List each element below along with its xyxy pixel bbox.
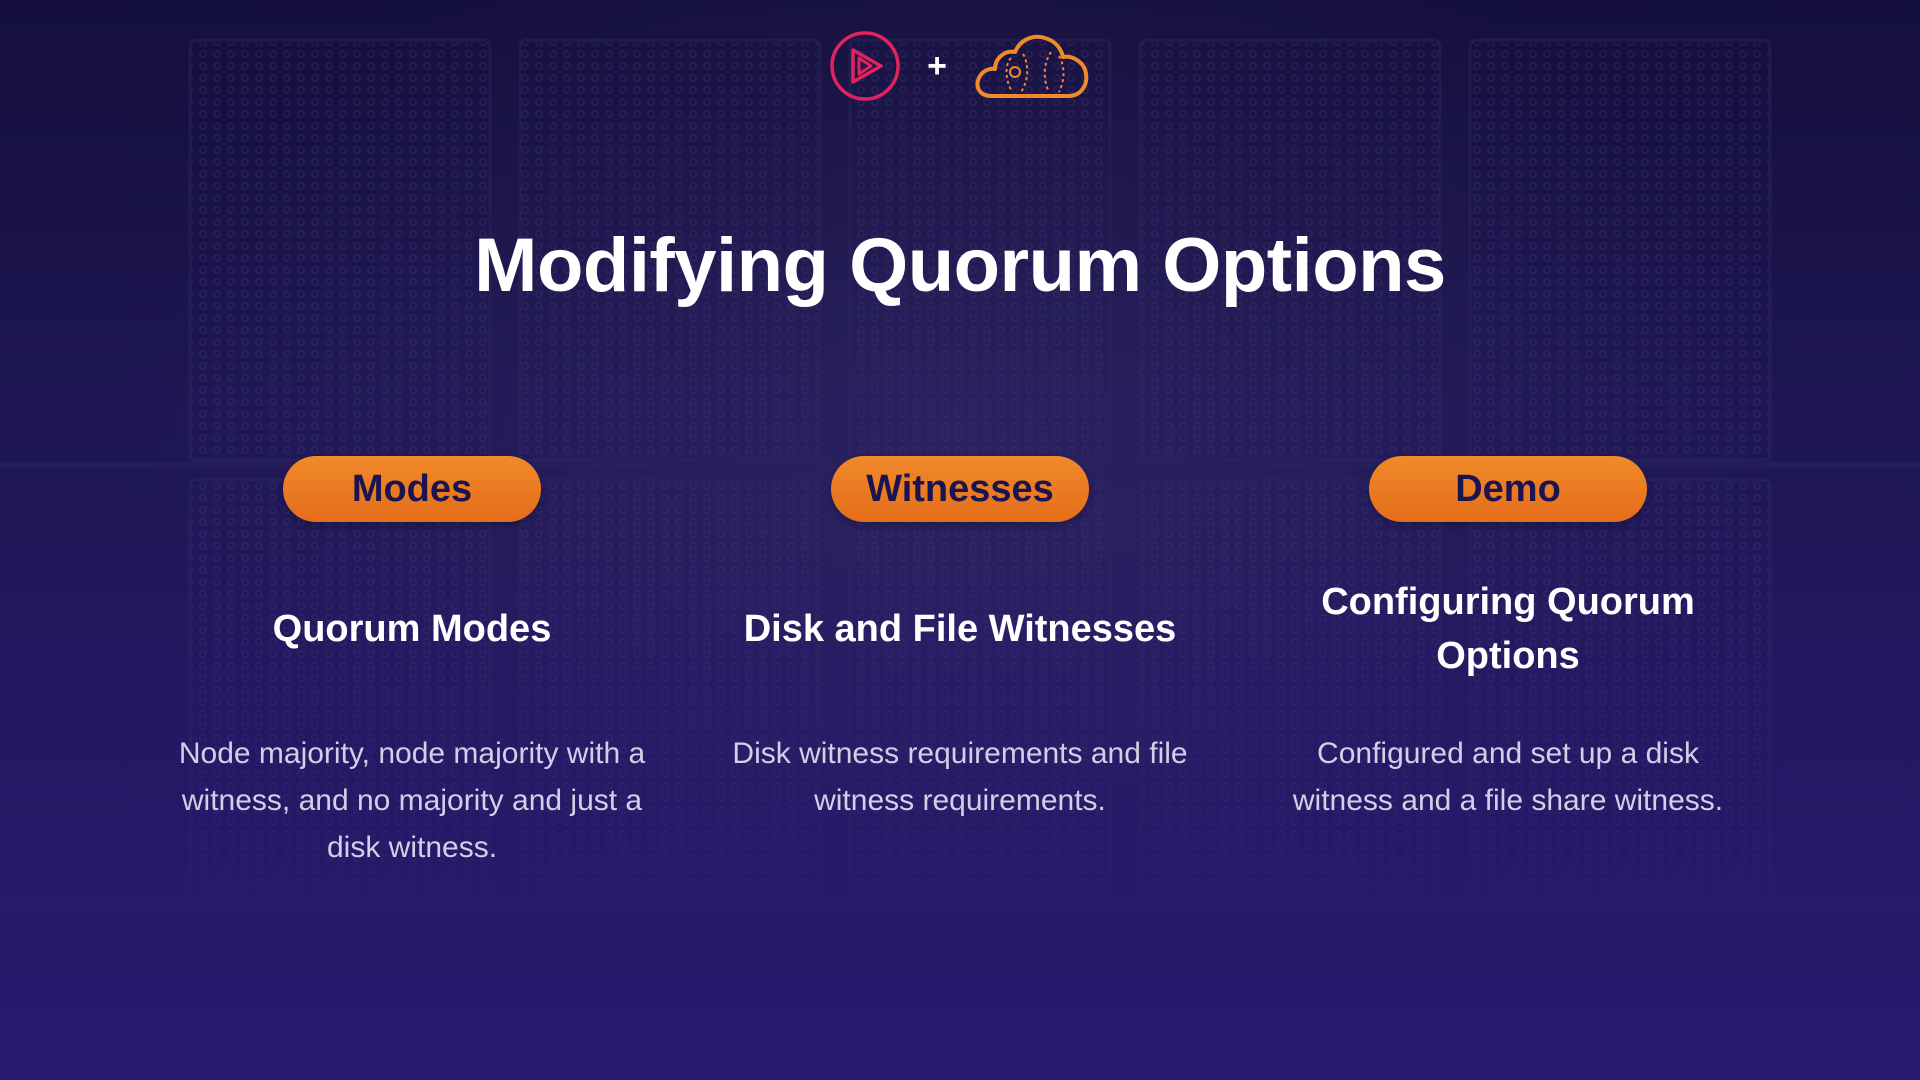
column-subtitle: Quorum Modes (272, 608, 552, 650)
header-logos: + (0, 30, 1920, 102)
plus-icon: + (927, 47, 947, 85)
topic-column-witnesses: Witnesses Disk and File Witnesses Disk w… (720, 456, 1200, 824)
modes-badge: Modes (283, 456, 541, 522)
cloud-guru-icon (975, 34, 1089, 98)
column-subtitle: Configuring Quorum Options (1321, 581, 1695, 677)
topic-columns: Modes Quorum Modes Node majority, node m… (0, 456, 1920, 916)
column-subtitle: Disk and File Witnesses (743, 608, 1177, 650)
pluralsight-play-icon (830, 31, 900, 101)
column-description: Node majority, node majority with a witn… (178, 737, 646, 864)
topic-column-modes: Modes Quorum Modes Node majority, node m… (172, 456, 652, 871)
witnesses-badge: Witnesses (831, 456, 1089, 522)
column-description: Configured and set up a disk witness and… (1292, 737, 1724, 817)
column-description: Disk witness requirements and file witne… (732, 737, 1188, 817)
topic-column-demo: Demo Configuring Quorum Options Configur… (1268, 456, 1748, 824)
slide-title: Modifying Quorum Options (474, 223, 1446, 308)
demo-badge: Demo (1369, 456, 1647, 522)
